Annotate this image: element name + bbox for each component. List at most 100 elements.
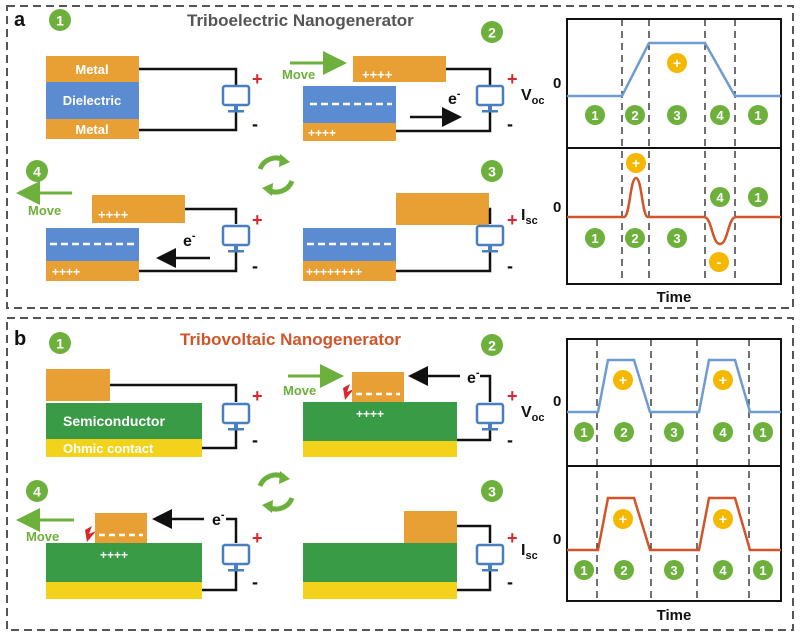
- svg-text:1: 1: [759, 563, 766, 578]
- svg-text:Move: Move: [28, 203, 61, 218]
- svg-text:+: +: [252, 386, 263, 406]
- monitor-icon: [475, 543, 505, 573]
- svg-text:++++: ++++: [362, 67, 393, 82]
- monitor-icon: [475, 84, 505, 114]
- svg-text:-: -: [507, 430, 513, 450]
- cycle-arrows-icon: [260, 471, 292, 513]
- svg-text:3: 3: [488, 484, 496, 500]
- step-badge-a3: 3: [481, 160, 503, 182]
- device-a2: Move ++++ ++++ e- + -: [282, 51, 518, 141]
- voc-curve: [567, 41, 781, 98]
- svg-text:1: 1: [580, 563, 587, 578]
- time-label: Time: [657, 289, 692, 306]
- monitor-icon: [221, 224, 251, 254]
- step-badge-a2: 2: [481, 21, 503, 43]
- ohmic-label: Ohmic contact: [63, 441, 154, 456]
- svg-text:0: 0: [553, 531, 561, 548]
- svg-text:1: 1: [580, 425, 587, 440]
- move-label: Move: [282, 67, 315, 82]
- device-b3: + -: [303, 511, 518, 599]
- step-badge-a4: 4: [26, 160, 48, 182]
- svg-text:+: +: [507, 210, 518, 230]
- svg-text:-: -: [252, 572, 258, 592]
- svg-text:1: 1: [56, 13, 64, 29]
- svg-text:++++: ++++: [308, 126, 336, 140]
- isc-curve: [567, 176, 781, 246]
- svg-text:+: +: [719, 372, 727, 388]
- isc-step-badges: 4 1 1 2 3: [585, 187, 768, 248]
- spark-icon: [85, 526, 96, 542]
- plus-badge: +: [626, 153, 646, 173]
- device-a4: Move ++++ ++++ e- + -: [16, 181, 263, 281]
- svg-text:++++: ++++: [100, 548, 128, 562]
- spark-icon: [343, 384, 354, 400]
- svg-text:2: 2: [620, 425, 627, 440]
- panel-b-frame: [6, 317, 794, 631]
- voc-curve: [567, 358, 781, 414]
- svg-text:2: 2: [631, 231, 638, 246]
- svg-text:3: 3: [488, 164, 496, 180]
- svg-text:4: 4: [719, 563, 727, 578]
- svg-text:4: 4: [716, 108, 724, 123]
- cycle-arrows-icon: [260, 154, 292, 196]
- panel-a-title: Triboelectric Nanogenerator: [187, 11, 414, 30]
- svg-text:Move: Move: [26, 529, 59, 544]
- panel-b-letter: b: [14, 328, 26, 350]
- svg-text:e-: e-: [183, 230, 196, 250]
- svg-text:4: 4: [719, 425, 727, 440]
- monitor-icon: [475, 402, 505, 432]
- isc-label: Isc: [521, 207, 538, 227]
- device-a3: ++++++++ + -: [303, 193, 518, 281]
- isc-zero: 0: [553, 199, 561, 216]
- svg-text:1: 1: [754, 108, 761, 123]
- voc-zero: 0: [553, 75, 561, 92]
- svg-text:2: 2: [488, 25, 496, 41]
- step-badge-a1: 1: [49, 9, 71, 31]
- svg-text:3: 3: [673, 231, 680, 246]
- svg-text:e-: e-: [212, 509, 225, 529]
- monitor-icon: [221, 543, 251, 573]
- metal-bottom-label: Metal: [75, 122, 108, 137]
- device-b1: Semiconductor Ohmic contact + -: [46, 369, 263, 457]
- monitor-icon: [221, 84, 251, 114]
- svg-text:-: -: [507, 256, 513, 276]
- semiconductor-label: Semiconductor: [63, 413, 165, 429]
- time-label: Time: [657, 607, 692, 624]
- svg-text:0: 0: [553, 393, 561, 410]
- svg-text:+: +: [632, 155, 640, 171]
- svg-text:Move: Move: [283, 383, 316, 398]
- metal-top-label: Metal: [75, 62, 108, 77]
- step-badge-b4: 4: [26, 480, 48, 502]
- plus-badge: +: [667, 53, 687, 73]
- graph-b: Voc 0 + + 1 2 3 4 1 Isc 0 + + 1 2 3 4 1 …: [521, 338, 782, 624]
- svg-text:2: 2: [488, 338, 496, 354]
- svg-text:Isc: Isc: [521, 542, 538, 562]
- svg-text:+: +: [507, 528, 518, 548]
- step-badge-b2: 2: [481, 334, 503, 356]
- svg-text:-: -: [717, 254, 722, 270]
- svg-text:++++: ++++: [98, 207, 129, 222]
- svg-text:1: 1: [591, 231, 598, 246]
- svg-text:-: -: [252, 256, 258, 276]
- svg-text:-: -: [252, 430, 258, 450]
- panel-b-title: Tribovoltaic Nanogenerator: [180, 330, 401, 349]
- electron-label: e-: [448, 88, 461, 108]
- svg-text:-: -: [507, 572, 513, 592]
- svg-text:4: 4: [716, 190, 724, 205]
- step-badge-b1: 1: [49, 332, 71, 354]
- svg-text:+: +: [507, 386, 518, 406]
- voc-step-badges: 1 2 3 4 1: [585, 105, 768, 125]
- svg-text:1: 1: [759, 425, 766, 440]
- svg-text:++++: ++++: [356, 407, 384, 421]
- panel-a-frame: [6, 5, 794, 309]
- svg-text:+: +: [673, 55, 681, 71]
- svg-text:3: 3: [670, 563, 677, 578]
- svg-text:1: 1: [754, 190, 761, 205]
- svg-text:+: +: [252, 69, 263, 89]
- svg-text:+: +: [507, 69, 518, 89]
- monitor-icon: [221, 402, 251, 432]
- device-a1: Metal Dielectric Metal + -: [46, 56, 263, 139]
- svg-text:-: -: [507, 114, 513, 134]
- svg-text:2: 2: [620, 563, 627, 578]
